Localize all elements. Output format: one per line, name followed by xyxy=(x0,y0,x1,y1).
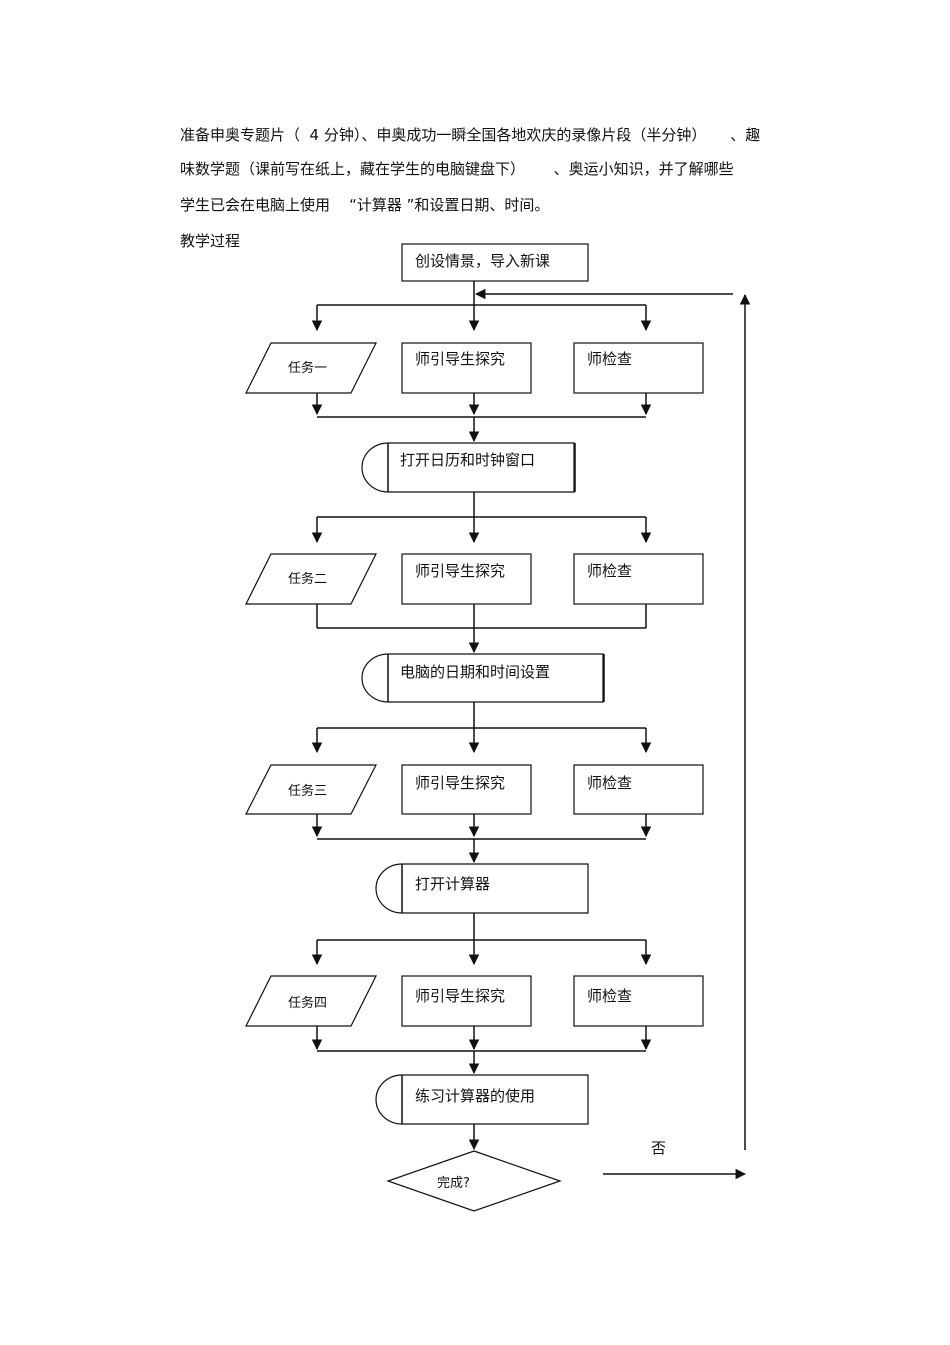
teacher-check-box-4 xyxy=(573,975,704,1027)
step-4-label: 练习计算器的使用 xyxy=(415,1087,535,1105)
teacher-check-box-2 xyxy=(573,553,704,605)
teacher-check-label-2: 师检查 xyxy=(587,562,632,580)
task-2-label: 任务二 xyxy=(288,571,327,587)
step-2-label: 电脑的日期和时间设置 xyxy=(400,663,550,681)
teacher-guide-box-2 xyxy=(401,553,532,605)
section-title: 教学过程 xyxy=(180,232,241,250)
teacher-guide-box-3 xyxy=(401,764,532,815)
teacher-check-label-3: 师检查 xyxy=(587,774,632,792)
teacher-guide-box-4 xyxy=(401,975,532,1027)
decision-label: 完成? xyxy=(437,1176,470,1191)
task-2-parallelogram xyxy=(245,553,377,605)
teacher-check-box-1 xyxy=(573,342,704,394)
task-3-parallelogram xyxy=(245,764,377,815)
decision-diamond xyxy=(386,1150,562,1212)
task-1-label: 任务一 xyxy=(288,360,327,376)
intro-line-1: 准备申奥专题片（ 4 分钟）、申奥成功一瞬全国各地欢庆的录像片段（半分钟） 、趣 xyxy=(180,126,761,144)
teacher-guide-label-2: 师引导生探究 xyxy=(415,562,505,580)
teacher-guide-label-4: 师引导生探究 xyxy=(415,987,505,1005)
step-1-label: 打开日历和时钟窗口 xyxy=(400,451,535,469)
teacher-check-label-4: 师检查 xyxy=(587,987,632,1005)
teacher-guide-label-1: 师引导生探究 xyxy=(415,350,505,368)
teacher-check-box-3 xyxy=(573,764,704,815)
teacher-guide-label-3: 师引导生探究 xyxy=(415,774,505,792)
no-label: 否 xyxy=(651,1139,666,1157)
task-4-parallelogram xyxy=(245,975,377,1027)
task-1-parallelogram xyxy=(245,342,377,394)
teacher-guide-box-1 xyxy=(401,342,532,394)
task-3-label: 任务三 xyxy=(288,783,327,799)
start-label: 创设情景，导入新课 xyxy=(415,252,550,270)
intro-line-3: 学生已会在电脑上使用 “计算器 ”和设置日期、时间。 xyxy=(180,196,550,214)
step-3-label: 打开计算器 xyxy=(415,875,490,893)
task-4-label: 任务四 xyxy=(288,995,327,1011)
start-box xyxy=(401,243,589,282)
intro-line-2: 味数学题（课前写在纸上，藏在学生的电脑键盘下） 、奥运小知识，并了解哪些 xyxy=(180,160,734,178)
teacher-check-label-1: 师检查 xyxy=(587,350,632,368)
